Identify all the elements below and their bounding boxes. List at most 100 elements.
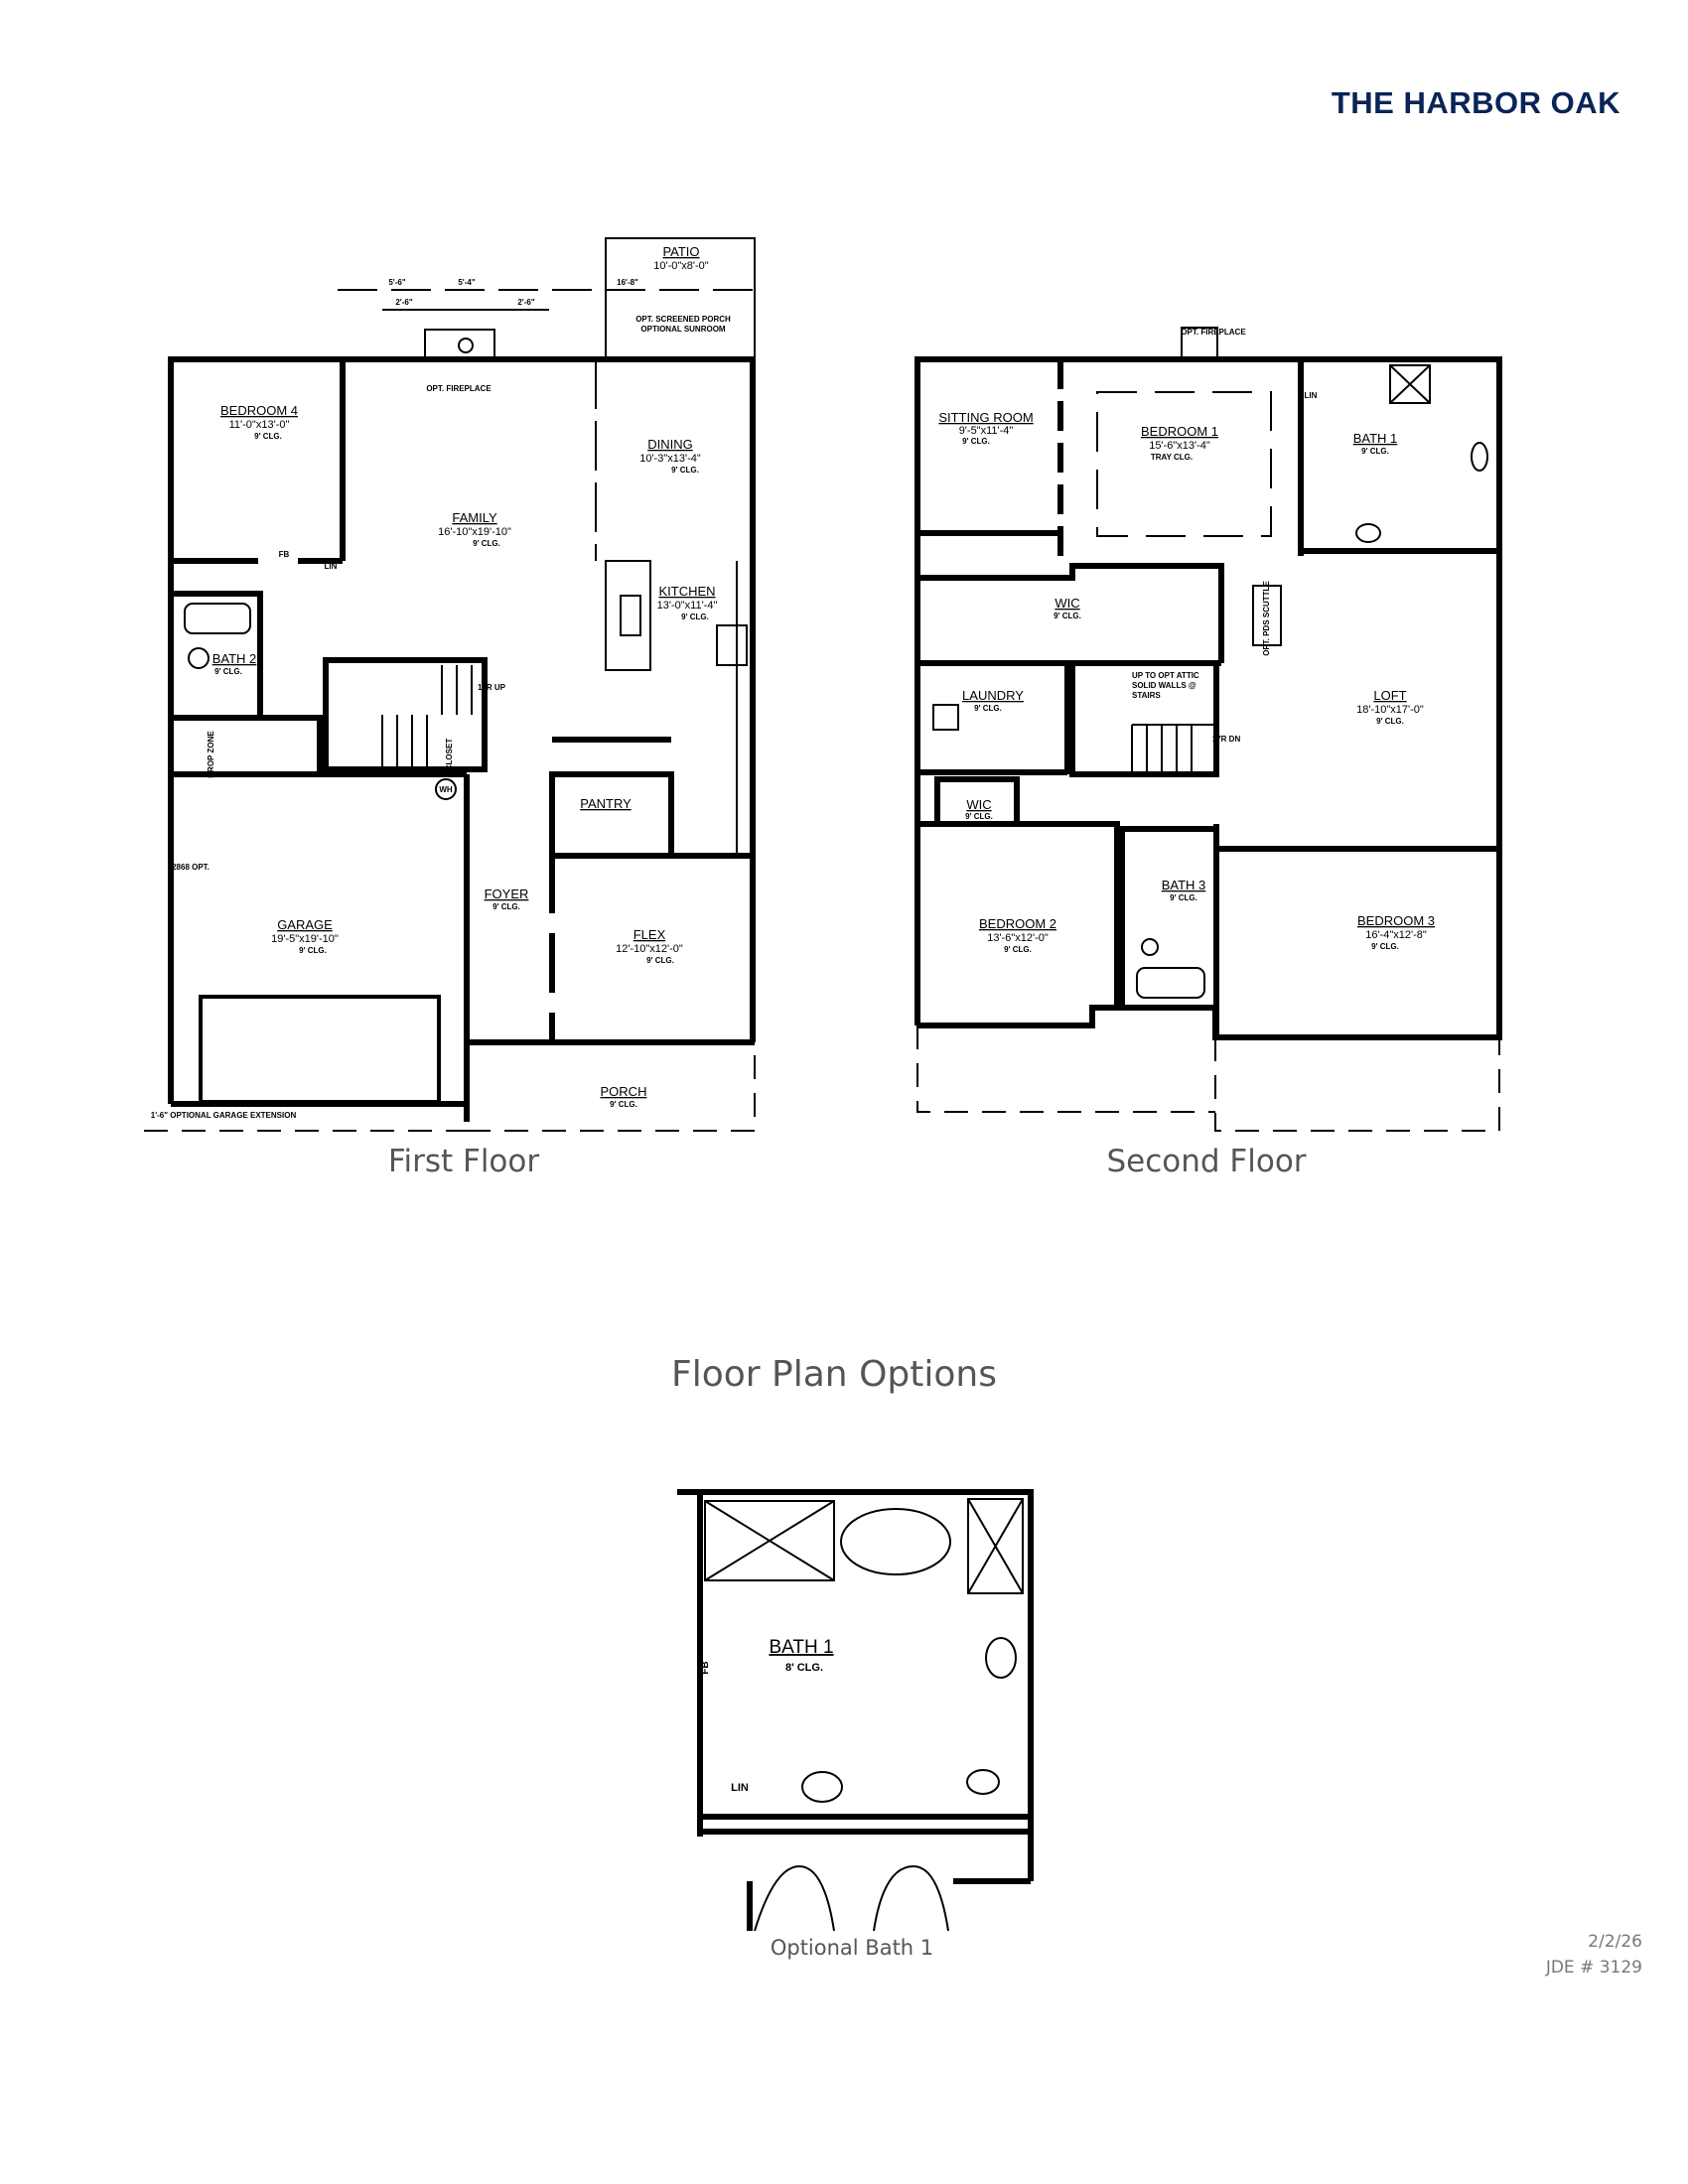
note-text: DROP ZONE [207, 731, 215, 778]
stair-treads [381, 665, 473, 769]
room-ceiling: 9' CLG. [254, 432, 282, 441]
room-ceiling: 9' CLG. [1376, 717, 1404, 726]
room-name: BEDROOM 3 [1357, 913, 1435, 928]
drop-zone-walls [168, 715, 323, 777]
tray-ceiling-outline [1096, 391, 1272, 537]
room-ceiling: 9' CLG. [214, 667, 242, 676]
note-text: OPT. FIREPLACE [426, 384, 492, 393]
room-size: 11'-0"x13'-0" [229, 419, 290, 431]
sink-icon [620, 595, 641, 636]
room-name: PANTRY [580, 796, 632, 811]
room-size: 16'-10"x19'-10" [438, 526, 511, 538]
toilet-icon [966, 1769, 1000, 1795]
first-floor-plan: PATIO 10'-0"x8'-0" OPT. SCREENED PORCH O… [144, 237, 756, 1132]
note-text: FB [700, 1661, 711, 1674]
room-name: WIC [966, 797, 991, 812]
room-name: BATH 1 [769, 1637, 833, 1658]
note-text: WH [439, 785, 453, 794]
optional-bath-caption: Optional Bath 1 [770, 1936, 934, 1960]
staircase-walls [1069, 660, 1219, 777]
room-name: BATH 1 [1353, 431, 1398, 446]
attic-note: UP TO OPT ATTIC SOLID WALLS @ STAIRS [1132, 671, 1199, 700]
room-ceiling: 9' CLG. [610, 1100, 637, 1109]
first-floor-caption: First Floor [387, 1144, 540, 1179]
room-name: BEDROOM 2 [979, 916, 1056, 931]
shower-2 [967, 1498, 1024, 1594]
dimension-text: 5'-6" [388, 278, 405, 287]
note-text: OPTIONAL SUNROOM [640, 325, 726, 334]
room-name: FAMILY [452, 510, 497, 525]
room-name: BATH 2 [212, 651, 257, 666]
fireplace-icon [458, 338, 474, 353]
room-name: SITTING ROOM [938, 410, 1033, 425]
wall [747, 1878, 1031, 1931]
stair-treads [1131, 724, 1213, 772]
room-name: DINING [647, 437, 693, 452]
dimension-text: 2'-6" [517, 298, 534, 307]
first-floor-outline [916, 1025, 1215, 1113]
first-floor-outline [1214, 1037, 1500, 1132]
pantry-walls [549, 771, 674, 859]
room-ceiling: 9' CLG. [492, 902, 520, 911]
sink-icon [985, 1637, 1017, 1679]
note-text: OPT. FIREPLACE [1181, 328, 1246, 337]
room-size: 18'-10"x17'-0" [1356, 704, 1424, 716]
wic-walls [917, 563, 1224, 663]
closet-doors [754, 1864, 949, 1932]
room-size: 13'-0"x11'-4" [657, 600, 718, 612]
room-ceiling: 9' CLG. [681, 613, 709, 621]
room-size: 9'-5"x11'-4" [959, 425, 1014, 437]
bathtub-icon [184, 603, 251, 634]
toilet-icon [188, 647, 210, 669]
room-name: PORCH [601, 1084, 647, 1099]
room-ceiling: 9' CLG. [1054, 612, 1081, 620]
room-size: 15'-6"x13'-4" [1149, 440, 1210, 452]
dimension-text: 2'-6" [395, 298, 412, 307]
options-title: Floor Plan Options [671, 1354, 997, 1395]
room-size: 19'-5"x19'-10" [271, 933, 339, 945]
room-ceiling: 9' CLG. [671, 466, 699, 475]
room-name: GARAGE [277, 917, 333, 932]
porch-outline [467, 1042, 756, 1132]
note-text: 2868 OPT. [172, 863, 210, 872]
room-name: BATH 3 [1162, 878, 1206, 892]
room-name: LOFT [1373, 688, 1406, 703]
room-name: KITCHEN [658, 584, 715, 599]
note-text: OPT. PDS SCUTTLE [1262, 581, 1271, 656]
room-name: FLEX [633, 927, 666, 942]
exterior-wall [168, 356, 756, 1104]
room-name: FOYER [485, 887, 529, 901]
jde-number: JDE # 3129 [1545, 1958, 1642, 1978]
room-ceiling: 8' CLG. [785, 1662, 823, 1674]
garage-door [199, 995, 441, 1104]
sink-icon [801, 1771, 843, 1803]
note-text: LIN [325, 562, 338, 571]
note-text: FB [279, 550, 290, 559]
room-size: 10'-0"x8'-0" [653, 260, 709, 272]
room-size: 13'-6"x12'-0" [987, 932, 1049, 944]
dimension-text: 5'-4" [458, 278, 475, 287]
room-ceiling: 9' CLG. [473, 539, 500, 548]
water-heater-icon [435, 778, 457, 800]
room-ceiling: 9' CLG. [1004, 945, 1032, 954]
room-ceiling: 9' CLG. [974, 704, 1002, 713]
room-ceiling: 9' CLG. [965, 812, 993, 821]
scuttle-outline [1252, 585, 1282, 646]
stairs-note: 17R DN [1212, 735, 1241, 744]
wic-2-walls [934, 776, 1020, 827]
stairs-note: 18R UP [478, 683, 506, 692]
note-text: LIN [1305, 391, 1318, 400]
room-ceiling: 9' CLG. [299, 946, 327, 955]
shower-icon [1389, 364, 1431, 404]
exterior-wall [677, 1489, 1034, 1881]
staircase-walls [323, 657, 488, 772]
room-name: WIC [1055, 596, 1079, 611]
note-text: 1'-6" OPTIONAL GARAGE EXTENSION [151, 1111, 297, 1120]
second-floor-caption: Second Floor [1106, 1144, 1307, 1179]
note-text: LIN [731, 1782, 749, 1794]
tub-icon [1471, 442, 1488, 472]
room-name: LAUNDRY [962, 688, 1024, 703]
room-ceiling: 9' CLG. [1371, 942, 1399, 951]
attic-note-text: UP TO OPT ATTIC SOLID WALLS @ STAIRS [1132, 671, 1199, 700]
